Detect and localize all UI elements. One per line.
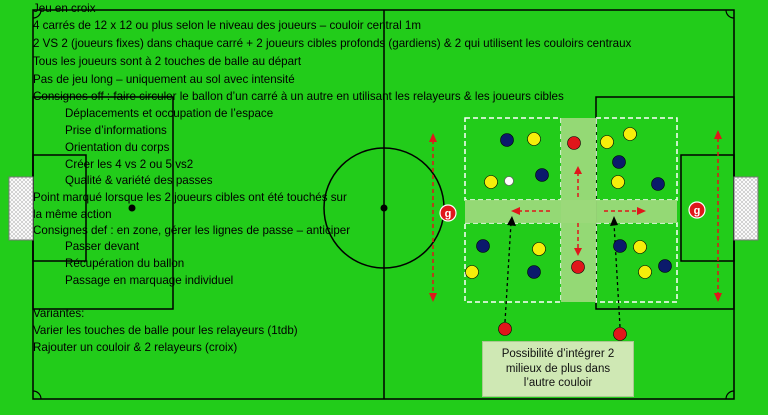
left-penalty-spot (128, 204, 136, 212)
text-line: Point marqué lorsque les 2 joueurs cible… (33, 191, 347, 204)
corner-arc (725, 9, 735, 19)
player-red-relayer (567, 136, 581, 150)
arrowhead (429, 293, 437, 302)
left-goal-net (8, 176, 34, 241)
title-line: Jeu en croix (33, 2, 96, 15)
text-line: Varier les touches de balle pour les rel… (33, 324, 298, 337)
player-yellow (484, 175, 498, 189)
player-red-extra (613, 327, 627, 341)
player-blue (476, 239, 490, 253)
callout-line: l’autre couloir (523, 377, 593, 390)
text-line: Tous les joueurs sont à 2 touches de bal… (33, 55, 302, 68)
text-line: 2 VS 2 (joueurs fixes) dans chaque carré… (33, 37, 632, 50)
player-red-extra (498, 322, 512, 336)
corner-arc (32, 390, 42, 400)
player-yellow (638, 265, 652, 279)
arrowhead (574, 248, 582, 256)
text-line: Variantes: (33, 307, 85, 320)
player-blue (658, 259, 672, 273)
arrowhead (637, 207, 646, 215)
text-line: Passage en marquage individuel (65, 274, 234, 287)
player-blue (612, 155, 626, 169)
text-line: Créer les 4 vs 2 ou 5 vs2 (65, 158, 194, 171)
callout-line: milieux de plus dans (505, 362, 611, 375)
arrowhead (610, 216, 618, 226)
target-player-right-label: g (694, 205, 701, 217)
relayer-arrows (504, 222, 621, 328)
player-yellow (600, 135, 614, 149)
player-yellow (527, 132, 541, 146)
text-line: Orientation du corps (65, 141, 170, 154)
callout-box: Possibilité d’intégrer 2 milieux de plus… (482, 341, 634, 397)
player-red-relayer (571, 260, 585, 274)
text-line: Consignes def : en zone, gérer les ligne… (33, 224, 351, 237)
target-player-right (688, 201, 706, 219)
arrowhead (429, 133, 437, 142)
text-line: Prise d’informations (65, 124, 167, 137)
callout-line: Possibilité d’intégrer 2 (501, 348, 615, 361)
text-line: Récupération du ballon (65, 257, 185, 270)
player-blue (651, 177, 665, 191)
text-line: Rajouter un couloir & 2 relayeurs (croix… (33, 341, 238, 354)
text-line: 4 carrés de 12 x 12 ou plus selon le niv… (33, 19, 421, 32)
text-line: Qualité & variété des passes (65, 174, 213, 187)
text-line: Passer devant (65, 240, 140, 253)
corner-arc (725, 390, 735, 400)
player-yellow (623, 127, 637, 141)
player-blue (535, 168, 549, 182)
player-yellow (611, 175, 625, 189)
corner-arc (32, 9, 42, 19)
player-blue (613, 239, 627, 253)
text-line: la même action (33, 208, 112, 221)
text-line: Déplacements et occupation de l’espace (65, 107, 274, 120)
text-line: Pas de jeu long – uniquement au sol avec… (33, 73, 295, 86)
player-blue (527, 265, 541, 279)
corridor-arrows (518, 172, 639, 250)
horizontal-corridor (465, 200, 677, 223)
player-yellow (532, 242, 546, 256)
arrowhead (574, 166, 582, 174)
player-yellow (465, 265, 479, 279)
player-yellow (633, 240, 647, 254)
arrowhead (507, 216, 516, 226)
ball (504, 176, 514, 186)
target-player-left-label: g (445, 208, 452, 220)
target-player-left (439, 204, 457, 222)
arrowhead (511, 207, 520, 215)
arrowhead (714, 293, 722, 302)
player-blue (500, 133, 514, 147)
right-goal-net (733, 176, 759, 241)
text-line: Consignes off : faire circuler le ballon… (33, 90, 564, 103)
arrowhead (714, 130, 722, 139)
center-spot (380, 204, 388, 212)
